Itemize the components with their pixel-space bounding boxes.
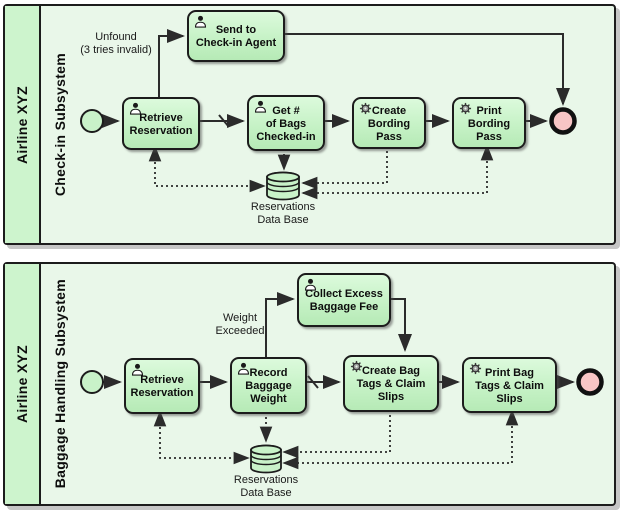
pool-band-airline-xyz: Airline XYZ [5, 264, 41, 504]
task-label: Print Bag Tags & Claim Slips [475, 366, 544, 405]
task-label: Get # of Bags Checked-in [256, 104, 316, 143]
datastore-label-baggage: Reservations Data Base [233, 474, 299, 499]
user-icon [131, 363, 144, 376]
task-create-boarding-pass[interactable]: Create Bording Pass [352, 97, 426, 149]
task-print-boarding-pass[interactable]: Print Bording Pass [452, 97, 526, 149]
user-icon [129, 102, 142, 115]
task-get-number-of-bags[interactable]: Get # of Bags Checked-in [247, 95, 325, 151]
pool-org-label: Airline XYZ [14, 85, 30, 164]
flow-label-unfound: Unfound (3 tries invalid) [80, 31, 152, 56]
pool-org-label: Airline XYZ [14, 345, 30, 423]
task-retrieve-reservation-checkin[interactable]: Retrieve Reservation [122, 97, 200, 150]
task-retrieve-reservation-baggage[interactable]: Retrieve Reservation [124, 358, 200, 414]
task-record-baggage-weight[interactable]: Record Baggage Weight [230, 357, 307, 414]
flow-label-weight-exceeded: Weight Exceeded [215, 312, 265, 337]
task-label: Send to Check-in Agent [195, 24, 277, 49]
task-label: Collect Excess Baggage Fee [305, 288, 383, 313]
user-icon [194, 15, 207, 28]
task-print-bag-tags[interactable]: Print Bag Tags & Claim Slips [462, 357, 557, 413]
lane-label: Baggage Handling Subsystem [52, 279, 68, 489]
pool-band-airline-xyz: Airline XYZ [5, 6, 41, 243]
gear-icon [459, 102, 472, 115]
task-label: Create Bording Pass [367, 104, 411, 143]
datastore-label-checkin: Reservations Data Base [250, 201, 316, 226]
gear-icon [359, 102, 372, 115]
user-icon [254, 100, 267, 113]
task-create-bag-tags[interactable]: Create Bag Tags & Claim Slips [343, 355, 439, 412]
gear-icon [469, 362, 482, 375]
lane-label: Check-in Subsystem [52, 52, 68, 197]
task-label: Retrieve Reservation [129, 111, 193, 137]
task-label: Retrieve Reservation [130, 374, 194, 399]
task-label: Print Bording Pass [467, 104, 511, 143]
task-send-to-checkin-agent[interactable]: Send to Check-in Agent [187, 10, 285, 62]
task-label: Record Baggage Weight [245, 367, 292, 405]
task-label: Create Bag Tags & Claim Slips [356, 365, 426, 403]
user-icon [237, 362, 250, 375]
lane-baggage-handling-subsystem: Baggage Handling Subsystem [43, 264, 77, 504]
task-collect-excess-baggage-fee[interactable]: Collect Excess Baggage Fee [297, 273, 391, 327]
gear-icon [350, 360, 363, 373]
user-icon [304, 278, 317, 291]
